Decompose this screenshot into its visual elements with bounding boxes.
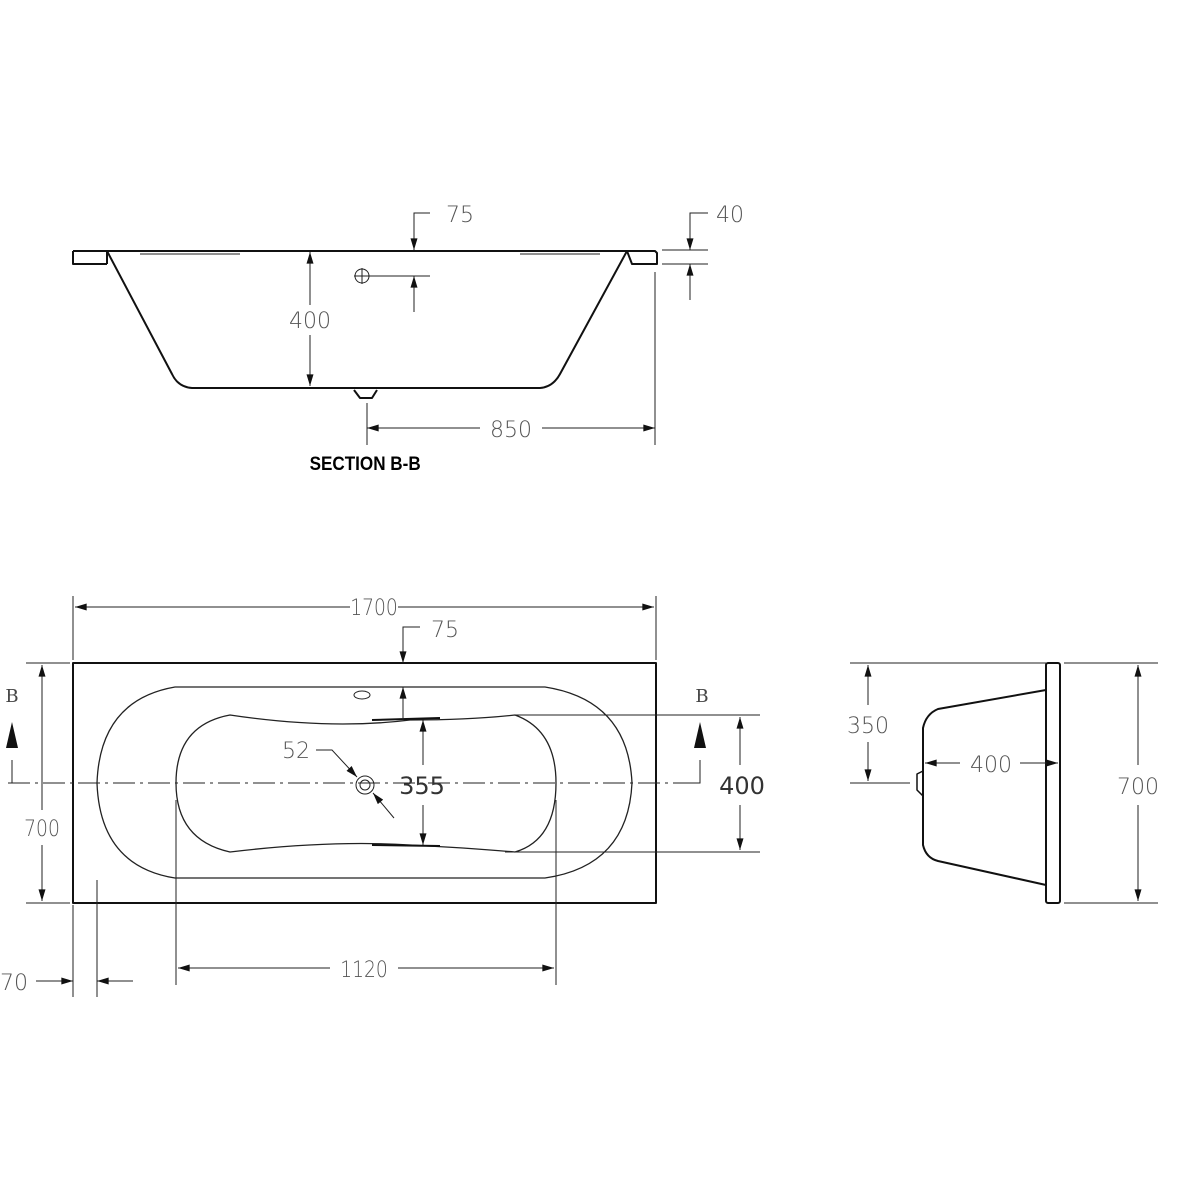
dim-half-width: 350 (847, 714, 889, 739)
end-drain-outlet (916, 770, 924, 797)
dim-depth: 400 (289, 309, 331, 334)
dim-overflow-height: 75 (446, 203, 474, 228)
end-view: 350 400 700 (847, 662, 1159, 904)
dim-ext-end-700 (1064, 662, 1158, 904)
dim-ext-70 (72, 880, 98, 997)
end-body-outline (922, 689, 1047, 886)
dim-basin-outer-width: 400 (719, 772, 765, 800)
dim-end-depth: 400 (970, 753, 1012, 778)
end-rim (1045, 662, 1061, 904)
dim-ext-rim (662, 249, 708, 265)
dim-ext-850 (366, 272, 656, 445)
dim-ext-350 (850, 662, 1046, 784)
dim-basin-length: 1120 (340, 957, 388, 983)
dim-width: 700 (24, 816, 60, 842)
dim-line-rim (686, 212, 708, 250)
headrest-marks (371, 717, 441, 847)
dim-length: 1700 (350, 595, 398, 621)
drain-outlet (353, 389, 378, 399)
plan-view: B B 52 355 400 700 1700 75 (0, 595, 765, 997)
dim-overflow-offset: 75 (431, 618, 459, 643)
dim-ext-700 (26, 662, 70, 904)
section-arrow-icon (6, 722, 706, 748)
dim-ext-400 (505, 714, 760, 853)
drain-icon (355, 775, 375, 795)
dim-rim-thickness: 40 (716, 203, 744, 228)
dim-line-drain (316, 749, 358, 778)
section-title: SECTION B-B (310, 453, 421, 474)
dim-drain-diameter: 52 (282, 739, 310, 764)
overflow-icon (354, 268, 430, 284)
dim-ext-1120 (175, 800, 557, 985)
dim-drain-offset: 850 (490, 418, 532, 443)
dim-line-overflow (410, 212, 430, 250)
dim-line-overflow-plan (399, 626, 420, 663)
dim-rim-width: 70 (0, 971, 28, 996)
dim-basin-width: 355 (399, 772, 445, 800)
section-cut-lines (8, 760, 701, 784)
section-marker-right: B (695, 686, 708, 707)
dim-ext-1700 (72, 596, 657, 660)
tub-section-outline (72, 250, 658, 389)
dim-end-width: 700 (1117, 775, 1159, 800)
overflow-icon (353, 690, 371, 700)
tub-inner-rim (96, 686, 633, 879)
section-b-b-view: 400 75 40 850 SECTION B-B (72, 203, 744, 474)
section-marker-left: B (5, 686, 18, 707)
